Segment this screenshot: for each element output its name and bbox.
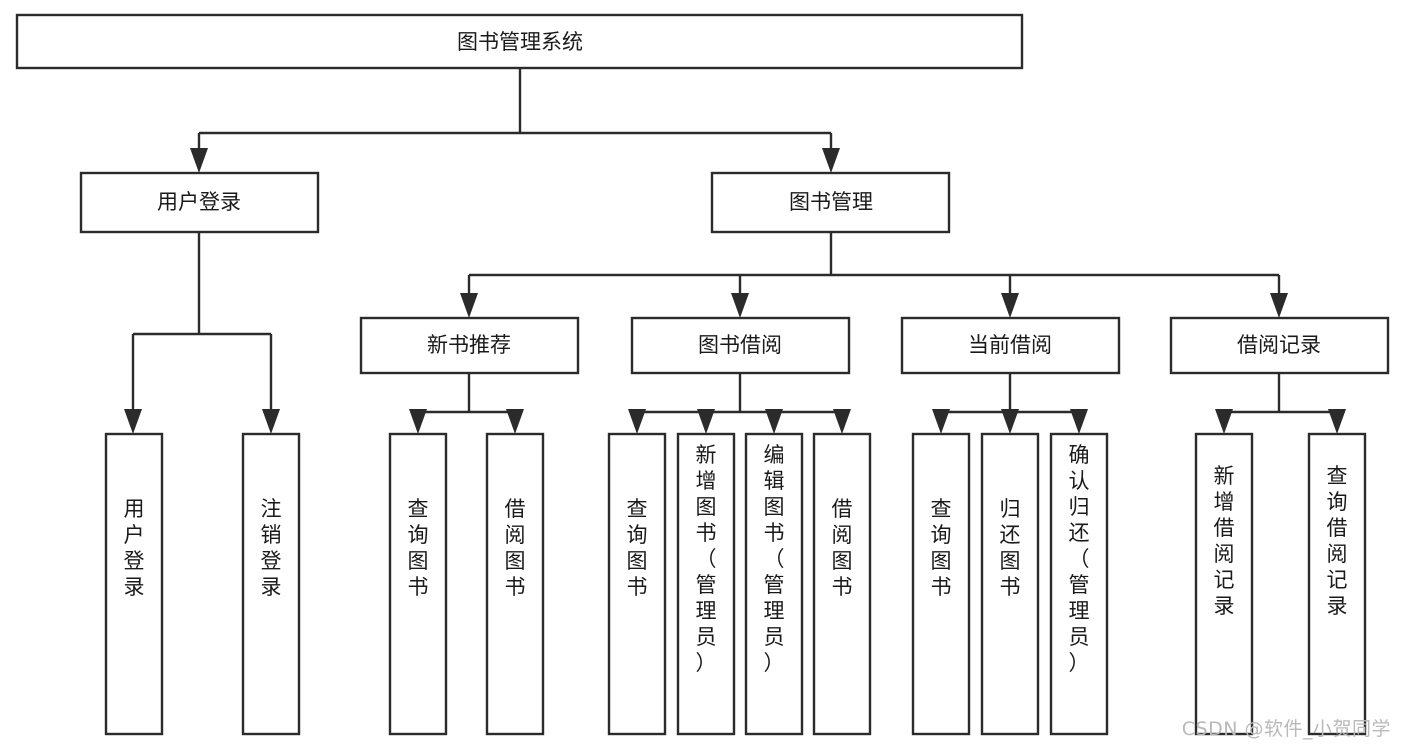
leaf-borrow-borrow-book[interactable]: 借阅图书	[812, 432, 872, 736]
leaf-current-confirm-return-label: 确认归还（管理员）	[1069, 443, 1090, 675]
arrowhead-borrow-leaf-1	[628, 409, 646, 434]
arrowhead-newbook-leaf-1	[409, 409, 427, 434]
arrowhead-borrow-leaf-3	[765, 409, 783, 434]
node-borrow-record-label: 借阅记录	[1237, 333, 1321, 357]
leaf-record-add-record[interactable]: 新增借阅记录	[1194, 432, 1254, 736]
leaf-current-confirm-return[interactable]: 确认归还（管理员）	[1049, 432, 1109, 736]
leaf-borrow-add-book-box[interactable]	[676, 432, 736, 736]
arrowhead-record-leaf-1	[1215, 409, 1233, 434]
node-borrow-record-box[interactable]	[1169, 316, 1390, 375]
leaf-user-login-logout[interactable]: 注销登录	[241, 432, 301, 736]
leaf-borrow-edit-book-box[interactable]	[744, 432, 804, 736]
leaf-recommend-borrow-book-label: 借阅图书	[505, 497, 526, 599]
node-root[interactable]: 图书管理系统	[15, 13, 1024, 70]
node-root-label: 图书管理系统	[457, 30, 583, 54]
arrowhead-level3-1	[460, 293, 478, 318]
node-current-borrow-label: 当前借阅	[968, 333, 1052, 357]
arrowhead-level3-3	[1001, 293, 1019, 318]
arrowhead-borrow-leaf-2	[697, 409, 715, 434]
node-new-book-recommend-box[interactable]	[359, 316, 580, 375]
leaf-recommend-query-book[interactable]: 查询图书	[388, 432, 448, 736]
node-book-borrow-box[interactable]	[630, 316, 851, 375]
arrowhead-current-leaf-2	[1001, 409, 1019, 434]
node-user-login-label: 用户登录	[157, 190, 241, 214]
node-book-management-box[interactable]	[710, 171, 951, 234]
arrowhead-newbook-leaf-2	[506, 409, 524, 434]
node-book-borrow-label: 图书借阅	[698, 333, 782, 357]
arrowhead-level3-2	[731, 293, 749, 318]
arrowhead-user-login	[190, 148, 208, 173]
leaf-recommend-borrow-book[interactable]: 借阅图书	[485, 432, 545, 736]
leaf-user-login-logout-label: 注销登录	[261, 497, 282, 599]
leaf-borrow-add-book-label: 新增图书（管理员）	[696, 443, 717, 675]
leaf-borrow-borrow-book-label: 借阅图书	[832, 497, 853, 599]
leaf-current-query-book-box[interactable]	[911, 432, 971, 736]
leaf-user-login-login[interactable]: 用户登录	[104, 432, 164, 736]
leaf-borrow-query-book[interactable]: 查询图书	[607, 432, 667, 736]
leaf-recommend-query-book-label: 查询图书	[408, 497, 429, 599]
leaf-current-return-book-box[interactable]	[980, 432, 1040, 736]
leaf-borrow-borrow-book-box[interactable]	[812, 432, 872, 736]
arrowhead-current-leaf-3	[1070, 409, 1088, 434]
leaf-current-query-book[interactable]: 查询图书	[911, 432, 971, 736]
arrowhead-current-leaf-1	[932, 409, 950, 434]
leaf-user-login-logout-box[interactable]	[241, 432, 301, 736]
leaf-current-query-book-label: 查询图书	[931, 497, 952, 599]
leaf-current-confirm-return-box[interactable]	[1049, 432, 1109, 736]
node-current-borrow-box[interactable]	[900, 316, 1121, 375]
arrowhead-userlogin-leaf-2	[262, 409, 280, 434]
leaf-borrow-edit-book[interactable]: 编辑图书（管理员）	[744, 432, 804, 736]
arrowhead-level3-4	[1270, 293, 1288, 318]
node-new-book-recommend[interactable]: 新书推荐	[359, 316, 580, 375]
leaf-record-query-record-box[interactable]	[1307, 432, 1367, 736]
leaf-borrow-add-book[interactable]: 新增图书（管理员）	[676, 432, 736, 736]
leaf-recommend-query-book-box[interactable]	[388, 432, 448, 736]
node-book-management-label: 图书管理	[789, 190, 873, 214]
leaf-borrow-query-book-box[interactable]	[607, 432, 667, 736]
leaf-record-query-record-label: 查询借阅记录	[1327, 464, 1348, 618]
leaf-user-login-login-box[interactable]	[104, 432, 164, 736]
node-borrow-record[interactable]: 借阅记录	[1169, 316, 1390, 375]
connector-layer	[124, 68, 1346, 434]
arrowhead-book-mgmt	[822, 148, 840, 173]
node-root-box[interactable]	[15, 13, 1024, 70]
leaf-current-return-book[interactable]: 归还图书	[980, 432, 1040, 736]
node-book-management[interactable]: 图书管理	[710, 171, 951, 234]
leaf-record-add-record-box[interactable]	[1194, 432, 1254, 736]
node-current-borrow[interactable]: 当前借阅	[900, 316, 1121, 375]
node-user-login[interactable]: 用户登录	[79, 171, 320, 234]
node-user-login-box[interactable]	[79, 171, 320, 234]
leaf-record-query-record[interactable]: 查询借阅记录	[1307, 432, 1367, 736]
leaf-user-login-login-label: 用户登录	[124, 497, 145, 599]
arrowhead-borrow-leaf-4	[833, 409, 851, 434]
node-new-book-recommend-label: 新书推荐	[427, 333, 511, 357]
node-book-borrow[interactable]: 图书借阅	[630, 316, 851, 375]
arrowhead-record-leaf-2	[1328, 409, 1346, 434]
leaf-borrow-query-book-label: 查询图书	[627, 497, 648, 599]
leaf-current-return-book-label: 归还图书	[1000, 497, 1021, 599]
arrowhead-userlogin-leaf-1	[124, 409, 142, 434]
leaf-record-add-record-label: 新增借阅记录	[1214, 464, 1235, 618]
csdn-watermark: CSDN @软件_小贺同学	[1181, 718, 1391, 740]
leaf-recommend-borrow-book-box[interactable]	[485, 432, 545, 736]
leaf-borrow-edit-book-label: 编辑图书（管理员）	[764, 443, 785, 675]
